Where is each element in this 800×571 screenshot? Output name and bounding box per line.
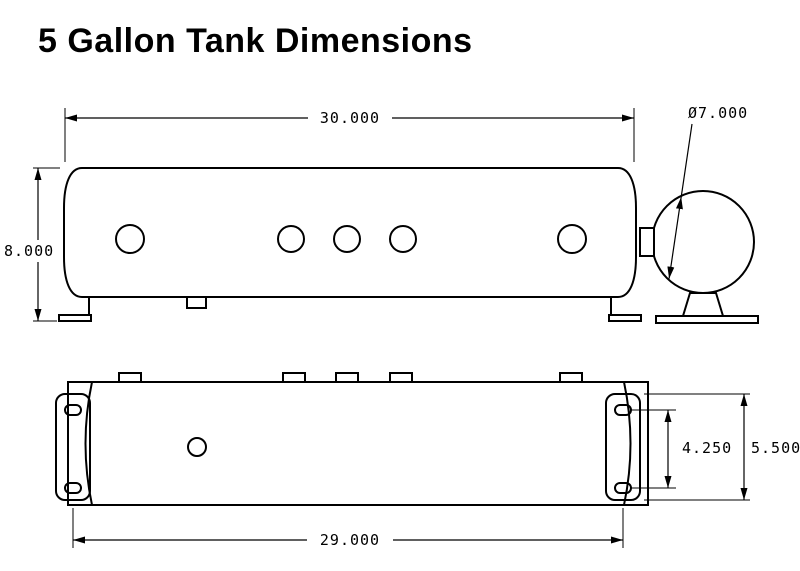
dim-bracket-hole-spacing-label: 4.250 [682, 439, 732, 457]
port-hole [277, 225, 305, 253]
bracket-slot [64, 404, 82, 416]
port-hole [557, 224, 587, 254]
right-mounting-bracket [605, 393, 641, 501]
dim-diameter-label: Ø7.000 [688, 104, 748, 122]
dim-overall-height-label: 8.000 [4, 242, 54, 260]
dimension-line-diameter [667, 196, 683, 279]
drawing-title: 5 Gallon Tank Dimensions [38, 22, 473, 60]
end-saddle [681, 292, 725, 317]
port-tab [282, 372, 306, 383]
end-view: Ø7.000 [639, 104, 759, 324]
port-tab [559, 372, 583, 383]
bottom-body-outline [67, 381, 649, 506]
port-hole [115, 224, 145, 254]
tank-outline [63, 167, 637, 298]
left-leg-foot [58, 314, 92, 322]
bracket-slot [614, 482, 632, 494]
right-leg-foot [608, 314, 642, 322]
bracket-slot [614, 404, 632, 416]
side-port-boss [639, 227, 655, 257]
right-head-curve [623, 381, 632, 506]
port-tab [335, 372, 359, 383]
bottom-port-hole [187, 437, 207, 457]
front-view: 30.000 8.000 [4, 108, 642, 322]
drain-tab [186, 296, 207, 309]
port-tab [389, 372, 413, 383]
dim-overall-length-label: 30.000 [320, 109, 380, 127]
port-hole [389, 225, 417, 253]
diameter-leader-line [680, 123, 693, 198]
left-mounting-bracket [55, 393, 91, 501]
tank-end-outline [651, 190, 755, 294]
port-tab [118, 372, 142, 383]
bottom-view: 4.250 5.500 29.000 [55, 372, 800, 549]
dim-bracket-height-label: 5.500 [751, 439, 800, 457]
end-base-foot [655, 315, 759, 324]
bracket-slot [64, 482, 82, 494]
dim-mounting-hole-spacing-label: 29.000 [320, 531, 380, 549]
port-hole [333, 225, 361, 253]
